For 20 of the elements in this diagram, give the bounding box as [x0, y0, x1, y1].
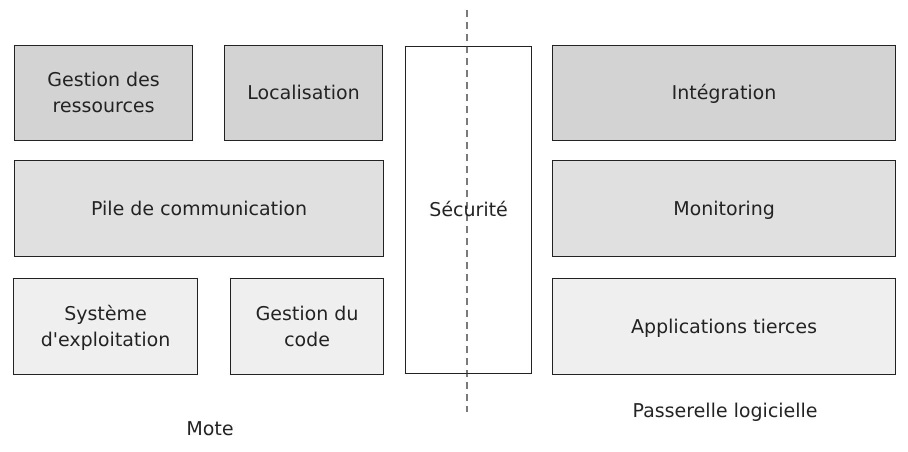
layer-box	[14, 160, 384, 257]
security-column	[405, 46, 532, 374]
module-box	[552, 45, 896, 141]
section-caption: Passerelle logicielle	[631, 399, 818, 424]
module-box	[552, 160, 896, 257]
node-label: Sécurité	[429, 198, 508, 223]
node-label: Localisation	[247, 81, 360, 106]
node-label: Gestion du code	[254, 302, 360, 352]
node-label: Monitoring	[673, 196, 775, 222]
node-label: Système d'exploitation	[40, 302, 172, 352]
node-label: Gestion des ressources	[46, 68, 161, 119]
module-box	[230, 278, 384, 375]
module-box	[13, 278, 198, 375]
module-box	[552, 278, 896, 375]
module-box	[14, 45, 193, 141]
section-caption: Mote	[185, 417, 235, 442]
node-label: Intégration	[672, 81, 776, 106]
node-label: Applications tierces	[631, 314, 817, 340]
module-box	[224, 45, 383, 141]
node-label: Pile de communication	[90, 196, 308, 222]
